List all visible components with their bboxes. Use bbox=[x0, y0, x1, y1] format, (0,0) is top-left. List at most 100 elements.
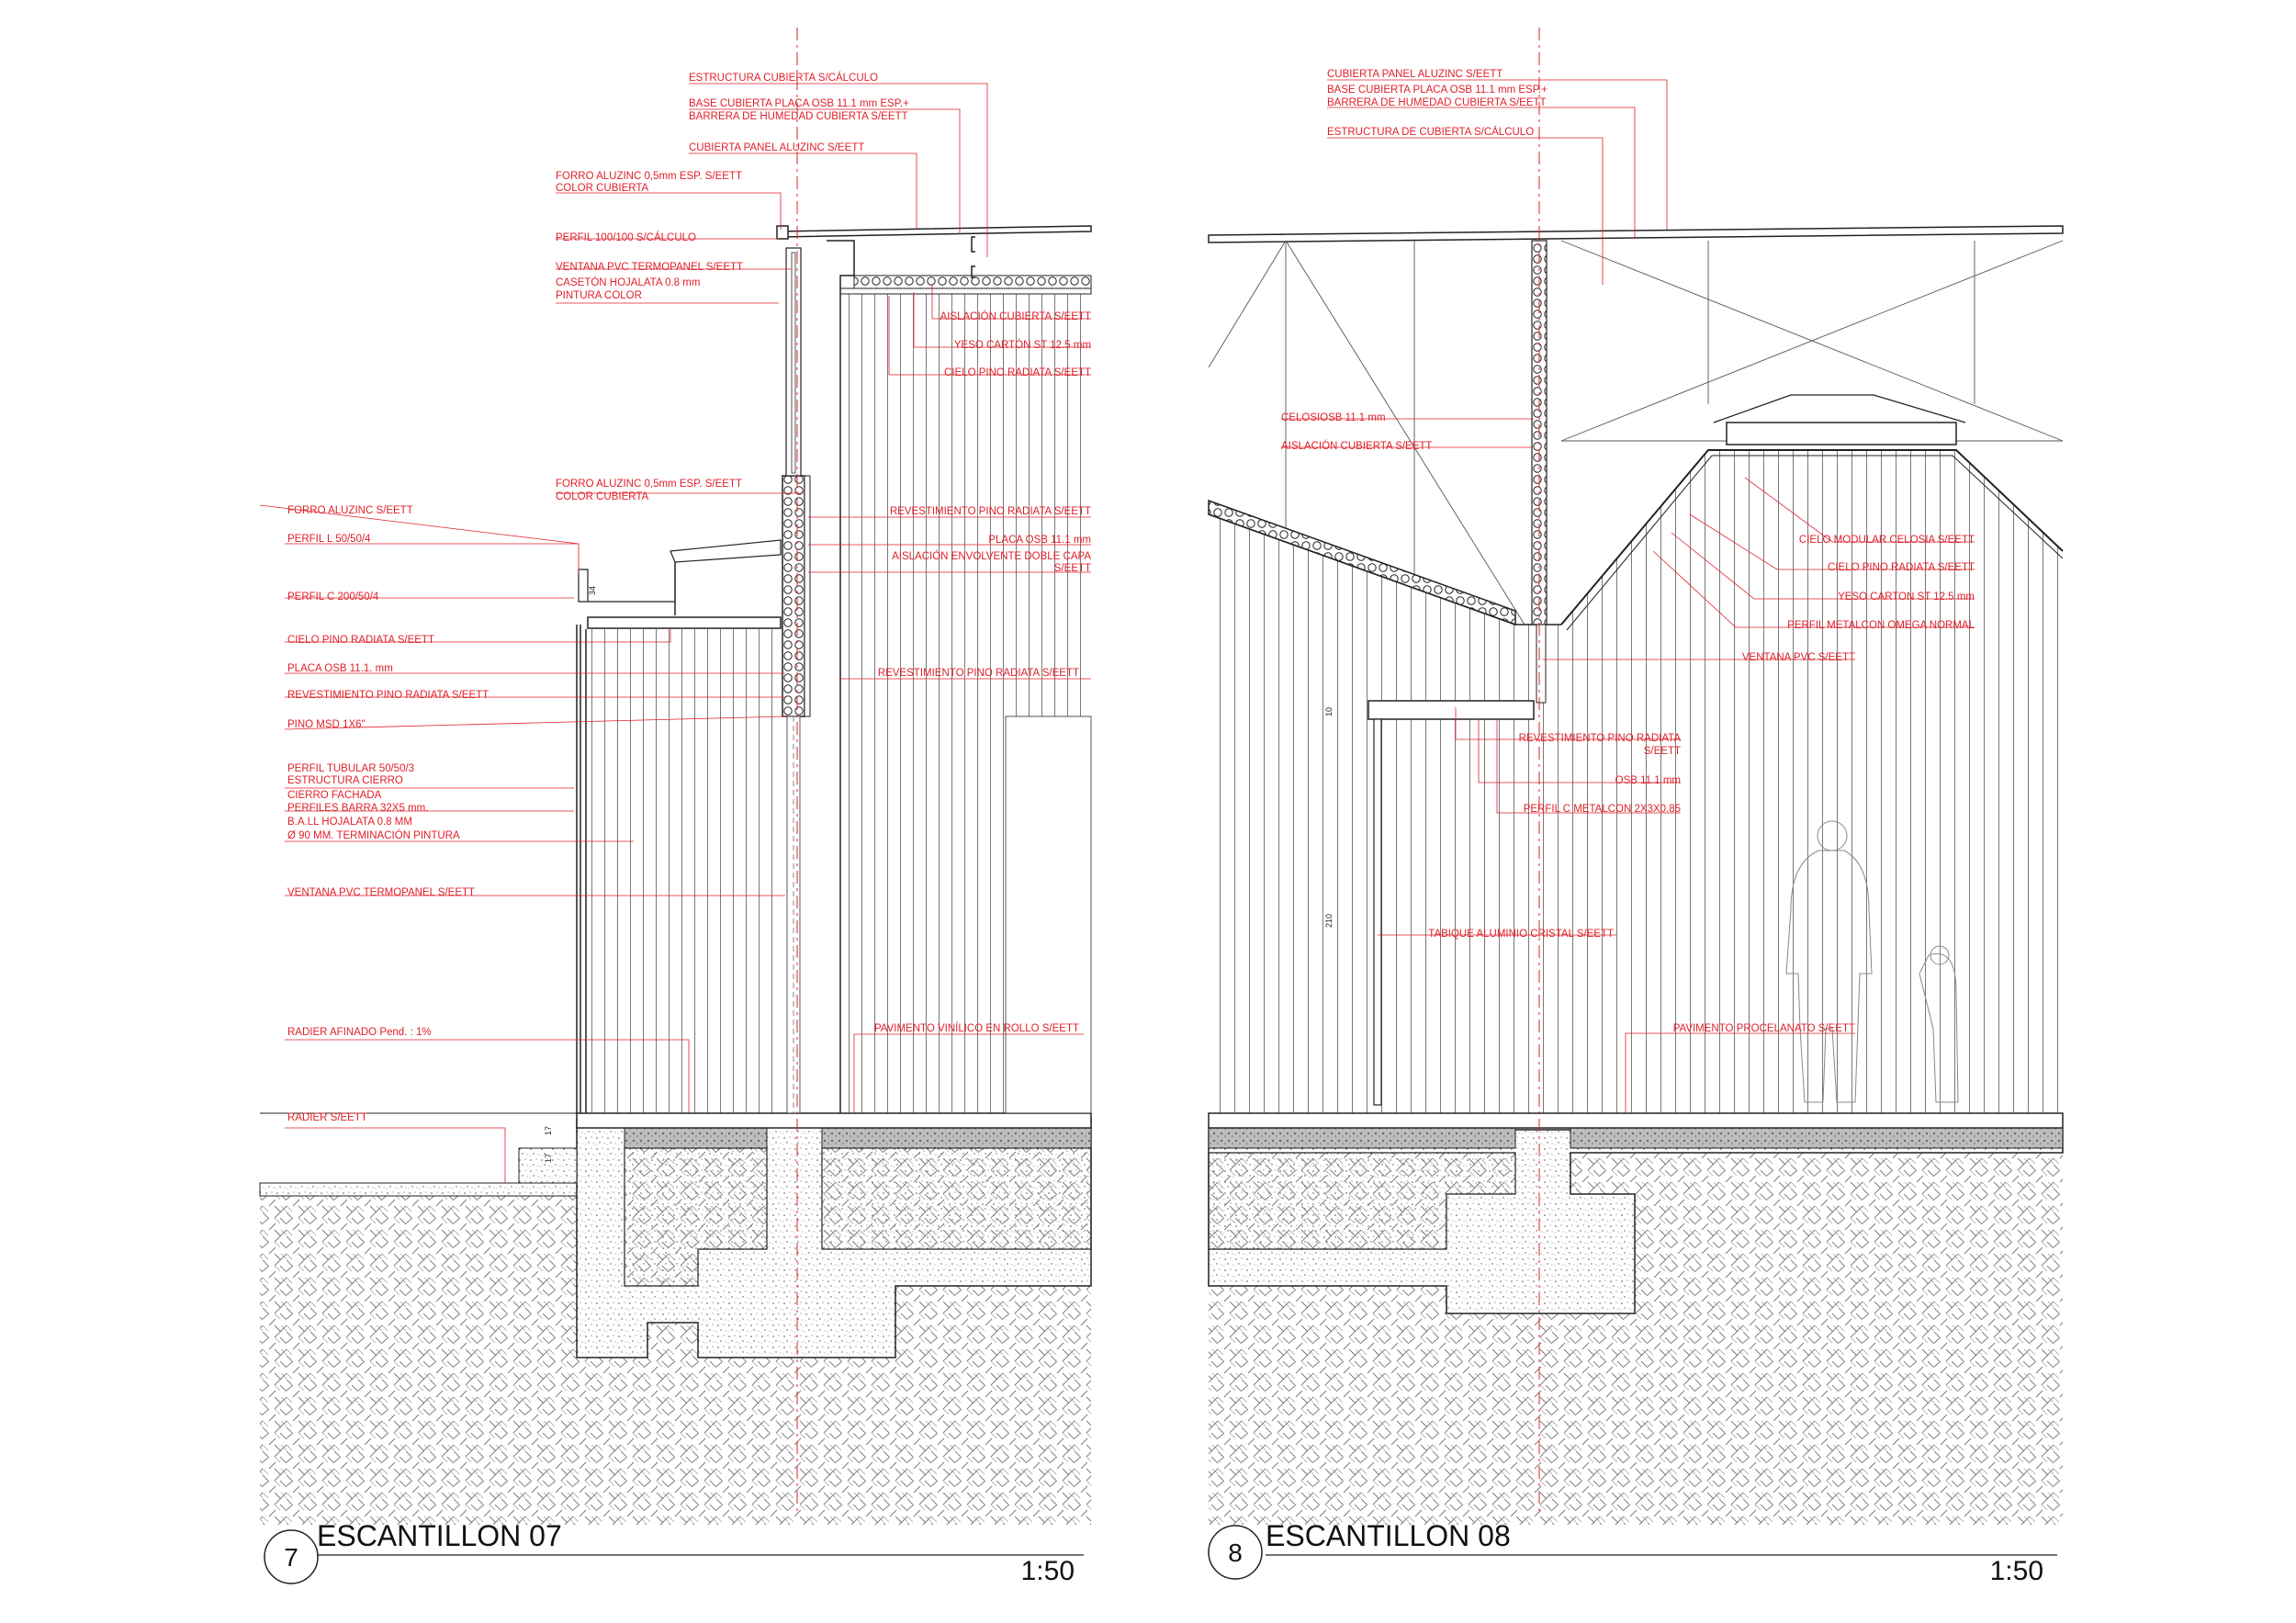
lantern-ceiling bbox=[1560, 449, 2064, 626]
label-perfil-100: PERFIL 100/100 S/CÁLCULO bbox=[556, 231, 696, 243]
roof-gypsum bbox=[839, 287, 1092, 295]
label-color-cubierta-2: COLOR CUBIERTA bbox=[556, 491, 649, 502]
label-pavimento-porcelanato: PAVIMENTO PROCELANATO S/EETT bbox=[1673, 1023, 1855, 1034]
porch-roof-fascia bbox=[670, 539, 782, 563]
label-estructura-cierro: ESTRUCTURA CIERRO bbox=[287, 775, 403, 786]
leaders-8 bbox=[1281, 79, 1975, 1113]
label-placa-osb: PLACA OSB 11.1. mm bbox=[287, 663, 393, 674]
label-perfil-omega: PERFIL METALCON OMEGA NORMAL bbox=[1787, 620, 1975, 631]
label-base-cubierta: BASE CUBIERTA PLACA OSB 11.1 mm ESP.+ bbox=[689, 98, 909, 109]
annotations-7: ESTRUCTURA CUBIERTA S/CÁLCULO BASE CUBIE… bbox=[287, 72, 1091, 1123]
label-pino-msd: PINO MSD 1X6" bbox=[287, 719, 366, 730]
label-aislacion-cubierta: AISLACIÓN CUBIERTA S/EETT bbox=[940, 310, 1091, 322]
detail-7: 34 bbox=[259, 28, 1092, 1586]
label-cielo-modular: CIELO MODULAR CELOSIA S/EETT bbox=[1799, 535, 1975, 546]
lantern-skylight bbox=[1726, 422, 1957, 445]
glass-partition bbox=[1373, 718, 1382, 1106]
label-caseton: CASETÓN HOJALATA 0.8 mm bbox=[556, 276, 700, 288]
label-aislacion-cubierta-8: AISLACIÓN CUBIERTA S/EETT bbox=[1281, 440, 1432, 452]
interior-door bbox=[1005, 716, 1092, 1114]
detail-number-7: 7 bbox=[284, 1543, 298, 1572]
leaders-7 bbox=[259, 83, 1091, 1183]
label-cubierta-panel: CUBIERTA PANEL ALUZINC S/EETT bbox=[689, 142, 864, 153]
label-tabique: TABIQUE ALUMINIO CRISTAL S/EETT bbox=[1428, 929, 1614, 940]
facade-fence bbox=[576, 625, 581, 1113]
label-color-cubierta: COLOR CUBIERTA bbox=[556, 183, 649, 194]
slab-gravel bbox=[624, 1127, 768, 1149]
label-cielo-pino-2: CIELO PINO RADIATA S/EETT bbox=[287, 635, 434, 646]
label-base-cubierta-8: BASE CUBIERTA PLACA OSB 11.1 mm ESP.+ bbox=[1327, 85, 1548, 96]
floor-slab-8 bbox=[1208, 1112, 2064, 1129]
label-forro-aluzinc: FORRO ALUZINC 0,5mm ESP. S/EETT bbox=[556, 171, 742, 182]
roof-edge-detail bbox=[827, 240, 855, 294]
porch-roof-beam bbox=[587, 616, 782, 629]
human-figure bbox=[1785, 820, 1959, 1103]
pvc-window-8 bbox=[1536, 624, 1547, 704]
label-aislacion-envolvente: AISLACIÓN ENVOLVENTE DOBLE CAPA bbox=[892, 550, 1091, 562]
slab-gravel-8b bbox=[1570, 1127, 2064, 1149]
detail-title-8: ESCANTILLON 08 bbox=[1266, 1519, 1511, 1552]
label-celosiosb: CELOSIOSB 11.1 mm bbox=[1281, 412, 1386, 423]
main-roof-panel bbox=[777, 225, 1092, 238]
dim-10: 10 bbox=[1324, 707, 1334, 716]
label-barrera-humedad: BARRERA DE HUMEDAD CUBIERTA S/EETT bbox=[689, 111, 908, 122]
label-radier-afinado: RADIER AFINADO Pend. : 1% bbox=[287, 1027, 432, 1038]
floor-slab bbox=[576, 1112, 1092, 1129]
label-pavimento-vinilico: PAVIMENTO VINÍLICO EN ROLLO S/EETT bbox=[874, 1022, 1079, 1034]
wall-osb bbox=[804, 475, 811, 717]
label-ventana-pvc-8: VENTANA PVC S/EETT bbox=[1742, 652, 1855, 663]
label-cierro-fachada: CIERRO FACHADA bbox=[287, 790, 382, 801]
label-placa-osb-2: PLACA OSB 11.1 mm bbox=[988, 535, 1091, 546]
fill-pocket-2 bbox=[821, 1147, 1092, 1250]
label-revestimiento: REVESTIMIENTO PINO RADIATA S/EETT bbox=[287, 690, 489, 701]
dim-210: 210 bbox=[1324, 914, 1334, 928]
label-ball-hojalata: B.A.LL HOJALATA 0.8 MM bbox=[287, 817, 412, 828]
roof-perfil bbox=[776, 225, 789, 240]
entry-step bbox=[518, 1147, 578, 1184]
dim-17b: 17 bbox=[544, 1154, 553, 1163]
label-cielo-pino: CIELO PINO RADIATA S/EETT bbox=[944, 367, 1091, 378]
label-perfil-tubular: PERFIL TUBULAR 50/50/3 bbox=[287, 763, 414, 774]
label-terminacion: Ø 90 MM. TERMINACIÓN PINTURA bbox=[287, 829, 460, 841]
label-radier: RADIER S/EETT bbox=[287, 1112, 367, 1123]
label-osb-8: OSB 11.1 mm bbox=[1615, 775, 1681, 786]
label-forro-aluzinc-3: FORRO ALUZINC S/EETT bbox=[287, 505, 413, 516]
label-ventana-pvc: VENTANA PVC TERMOPANEL S/EETT bbox=[556, 262, 743, 273]
label-yeso-carton-8: YESO CARTON ST 12.5 mm bbox=[1838, 592, 1975, 603]
label-pintura-color: PINTURA COLOR bbox=[556, 290, 642, 301]
dim-17: 17 bbox=[544, 1126, 553, 1135]
label-perfiles-barra: PERFILES BARRA 32X5 mm. bbox=[287, 803, 428, 814]
label-seett: S/EETT bbox=[1054, 563, 1091, 574]
label-seett-8: S/EETT bbox=[1644, 746, 1681, 757]
main-roof-8 bbox=[1208, 225, 2064, 243]
detail-scale-8: 1:50 bbox=[1990, 1556, 2043, 1586]
label-perfil-l: PERFIL L 50/50/4 bbox=[287, 534, 371, 545]
detail-scale-7: 1:50 bbox=[1021, 1556, 1075, 1586]
roof-purlins bbox=[971, 236, 975, 278]
label-cubierta-panel-8: CUBIERTA PANEL ALUZINC S/EETT bbox=[1327, 69, 1503, 80]
label-ventana-pvc-2: VENTANA PVC TERMOPANEL S/EETT bbox=[287, 887, 475, 898]
label-yeso-carton: YESO CARTÓN ST 12.5 mm bbox=[954, 339, 1091, 351]
porch-cladding bbox=[586, 629, 781, 1113]
interior-cladding-8 bbox=[1209, 450, 2063, 1113]
label-forro-aluzinc-2: FORRO ALUZINC 0,5mm ESP. S/EETT bbox=[556, 479, 742, 490]
dim-34: 34 bbox=[588, 586, 597, 595]
label-barrera-humedad-8: BARRERA DE HUMEDAD CUBIERTA S/EETT bbox=[1327, 97, 1547, 108]
detail-title-7: ESCANTILLON 07 bbox=[317, 1519, 562, 1552]
fill-pocket-8 bbox=[1208, 1152, 1516, 1250]
wall-insulation bbox=[782, 475, 805, 717]
detail-number-circle-8 bbox=[1208, 1525, 1263, 1580]
label-revestimiento-2: REVESTIMIENTO PINO RADIATA S/EETT bbox=[890, 506, 1091, 517]
clerestory-window bbox=[791, 252, 796, 474]
detail-number-8: 8 bbox=[1228, 1538, 1243, 1567]
label-revestimiento-8: REVESTIMIENTO PINO RADIATA bbox=[1519, 733, 1682, 744]
label-estructura-cubierta-8: ESTRUCTURA DE CUBIERTA S/CÁLCULO bbox=[1327, 126, 1534, 138]
detail-8: CUBIERTA PANEL ALUZINC S/EETT BASE CUBIE… bbox=[1208, 28, 2064, 1586]
label-cielo-pino-8: CIELO PINO RADIATA S/EETT bbox=[1828, 562, 1975, 573]
label-perfil-metalcon: PERFIL C METALCON 2X3X0.85 bbox=[1524, 804, 1681, 815]
label-estructura-cubierta: ESTRUCTURA CUBIERTA S/CÁLCULO bbox=[689, 72, 878, 84]
label-perfil-c: PERFIL C 200/50/4 bbox=[287, 592, 379, 603]
slab-gravel-8 bbox=[1208, 1127, 1516, 1149]
annotations-8: CUBIERTA PANEL ALUZINC S/EETT BASE CUBIE… bbox=[1281, 69, 1975, 1034]
